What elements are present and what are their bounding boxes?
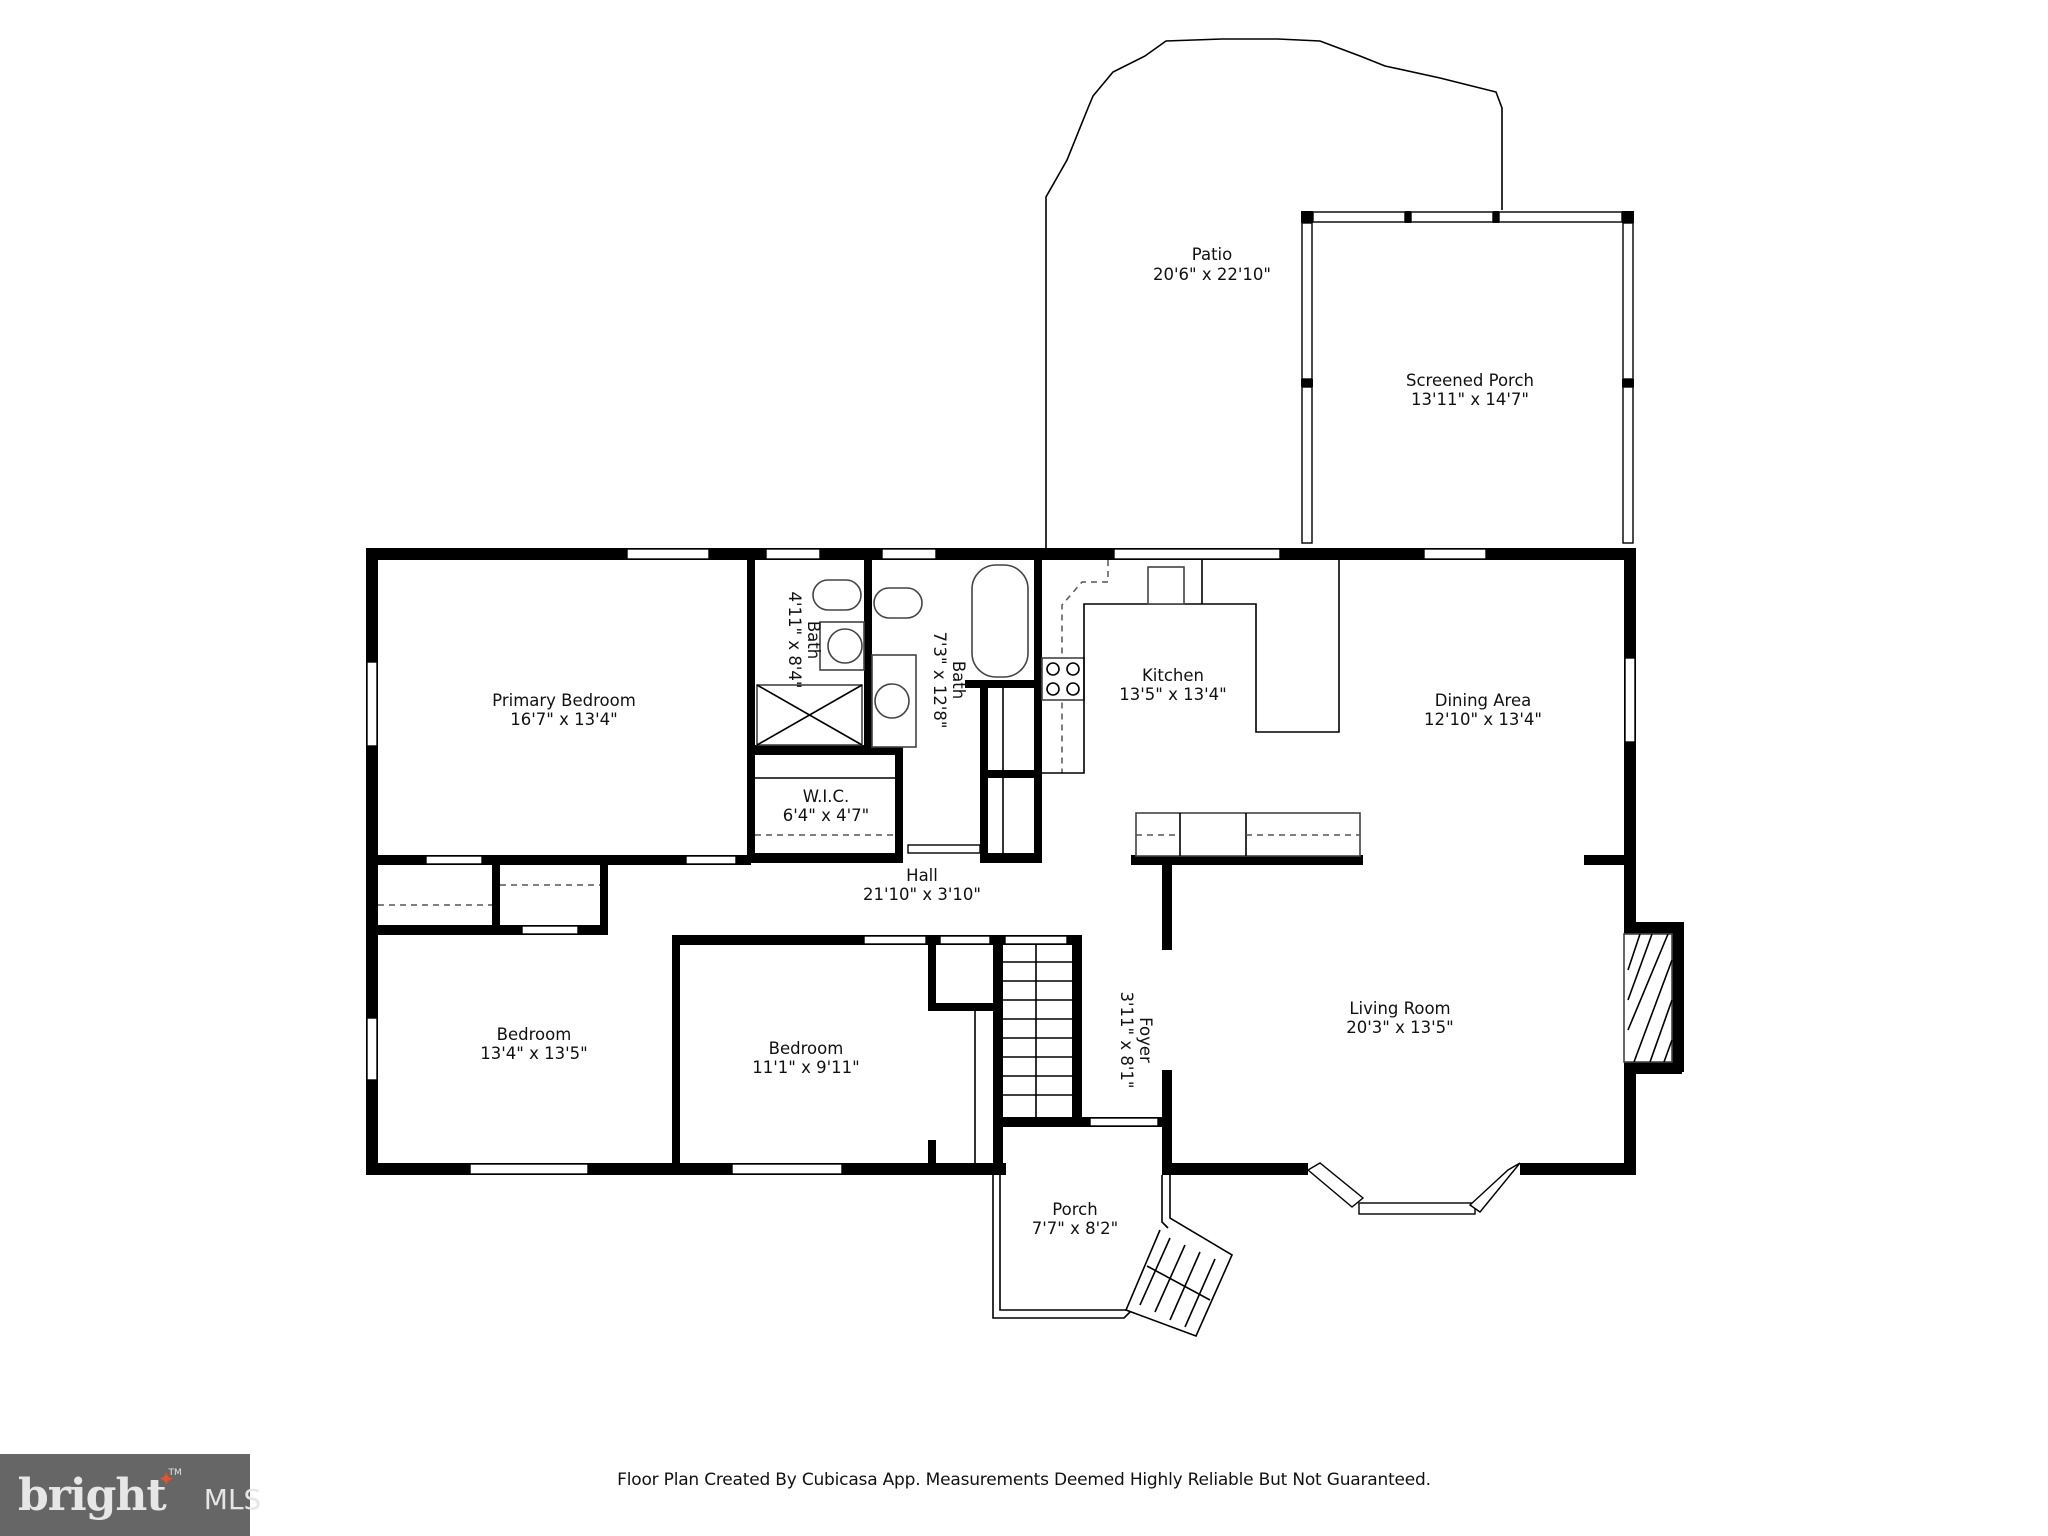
room-name-foyer: Foyer bbox=[1136, 1017, 1155, 1063]
logo-word: bright bbox=[18, 1469, 167, 1521]
logo-suffix: MLS bbox=[203, 1482, 262, 1516]
room-dims-bedroom-2: 11'1" x 9'11" bbox=[752, 1058, 860, 1077]
fireplace bbox=[1623, 933, 1673, 1063]
room-dims-living-room: 20'3" x 13'5" bbox=[1346, 1018, 1454, 1037]
interior-stairs bbox=[1003, 945, 1072, 1117]
disclaimer-text: Floor Plan Created By Cubicasa App. Meas… bbox=[617, 1470, 1431, 1490]
bath-fixtures bbox=[756, 564, 1029, 748]
room-name-living-room: Living Room bbox=[1349, 999, 1450, 1018]
room-name-bath-primary: Bath bbox=[804, 621, 823, 659]
room-dims-kitchen: 13'5" x 13'4" bbox=[1119, 685, 1227, 704]
room-name-porch: Porch bbox=[1052, 1200, 1097, 1219]
room-dims-primary-bedroom: 16'7" x 13'4" bbox=[510, 710, 618, 729]
room-name-hall: Hall bbox=[906, 866, 938, 885]
patio-outline bbox=[1045, 38, 1503, 553]
room-dims-bath-hall: 7'3" x 12'8" bbox=[930, 632, 949, 729]
room-name-bedroom-1: Bedroom bbox=[497, 1025, 572, 1044]
bright-mls-logo: bright ✦ TM MLS bbox=[0, 1454, 261, 1536]
closet-shelves bbox=[378, 688, 1004, 1163]
room-dims-screened-porch: 13'11" x 14'7" bbox=[1411, 390, 1529, 409]
room-name-dining-area: Dining Area bbox=[1435, 691, 1531, 710]
bay-window bbox=[1306, 1162, 1521, 1215]
screened-porch-walls bbox=[1301, 211, 1634, 544]
room-dims-wic: 6'4" x 4'7" bbox=[783, 806, 870, 825]
room-dims-patio: 20'6" x 22'10" bbox=[1153, 265, 1271, 284]
room-name-wic: W.I.C. bbox=[803, 787, 850, 806]
room-dims-bedroom-1: 13'4" x 13'5" bbox=[480, 1044, 588, 1063]
logo-star-icon: ✦ bbox=[157, 1467, 175, 1491]
room-labels: Patio 20'6" x 22'10" Screened Porch 13'1… bbox=[480, 245, 1542, 1238]
logo-trademark: TM bbox=[168, 1468, 182, 1478]
front-porch bbox=[992, 1175, 1234, 1338]
top-windows bbox=[366, 548, 1636, 1175]
kitchen-fixtures bbox=[1041, 560, 1361, 857]
room-name-bath-hall: Bath bbox=[949, 661, 968, 699]
room-name-primary-bedroom: Primary Bedroom bbox=[492, 691, 636, 710]
room-name-screened-porch: Screened Porch bbox=[1406, 371, 1534, 390]
room-name-bedroom-2: Bedroom bbox=[769, 1039, 844, 1058]
room-dims-dining-area: 12'10" x 13'4" bbox=[1424, 710, 1542, 729]
room-dims-porch: 7'7" x 8'2" bbox=[1032, 1219, 1119, 1238]
room-name-patio: Patio bbox=[1192, 245, 1232, 264]
room-name-kitchen: Kitchen bbox=[1142, 666, 1204, 685]
interior-openings bbox=[425, 844, 1159, 1127]
room-dims-bath-primary: 4'11" x 8'4" bbox=[785, 592, 804, 689]
room-dims-hall: 21'10" x 3'10" bbox=[863, 885, 981, 904]
room-dims-foyer: 3'11" x 8'1" bbox=[1117, 992, 1136, 1089]
